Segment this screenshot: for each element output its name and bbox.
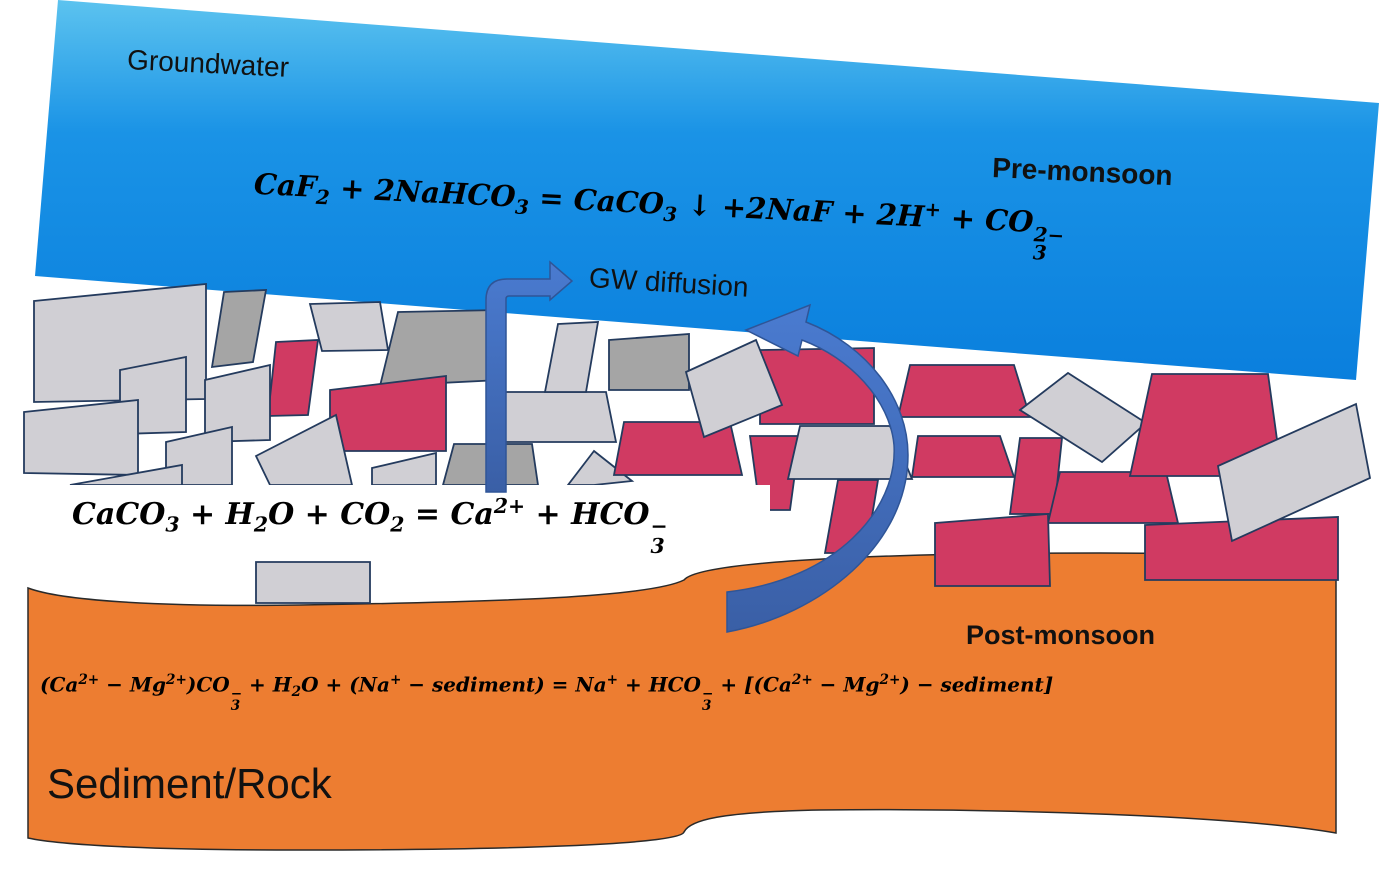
grain bbox=[266, 339, 320, 417]
grain bbox=[1216, 402, 1372, 543]
grain bbox=[23, 399, 139, 476]
grain bbox=[499, 391, 618, 443]
dissolution-equation: CaCO3 + H2O + CO2 = Ca2+ + HCO−3 bbox=[72, 494, 668, 558]
grain bbox=[543, 321, 600, 393]
post-monsoon-label: Post-monsoon bbox=[966, 620, 1155, 650]
curved-flow-arrow bbox=[726, 303, 909, 633]
post-monsoon-equation: (Ca2+ − Mg2+)CO−3 + H2O + (Na+ − sedimen… bbox=[40, 672, 1054, 715]
grain bbox=[786, 425, 914, 480]
grain bbox=[329, 374, 447, 452]
grain bbox=[1046, 471, 1180, 524]
grain bbox=[684, 338, 784, 439]
sediment-rock-layer bbox=[27, 552, 1337, 851]
grain bbox=[255, 561, 371, 604]
grain bbox=[210, 289, 268, 369]
gw-diffusion-arrow bbox=[485, 260, 574, 493]
grain bbox=[910, 435, 1016, 478]
sediment-grains bbox=[23, 283, 1372, 604]
grain bbox=[608, 333, 690, 391]
groundwater-layer bbox=[35, 0, 1379, 380]
grain bbox=[378, 309, 501, 387]
grain bbox=[896, 364, 1032, 418]
grain bbox=[371, 451, 437, 486]
equation-backdrop bbox=[22, 485, 770, 547]
grain bbox=[308, 301, 390, 352]
grain bbox=[204, 363, 271, 443]
sediment-rock-label: Sediment/Rock bbox=[47, 760, 332, 807]
grain bbox=[934, 513, 1051, 587]
